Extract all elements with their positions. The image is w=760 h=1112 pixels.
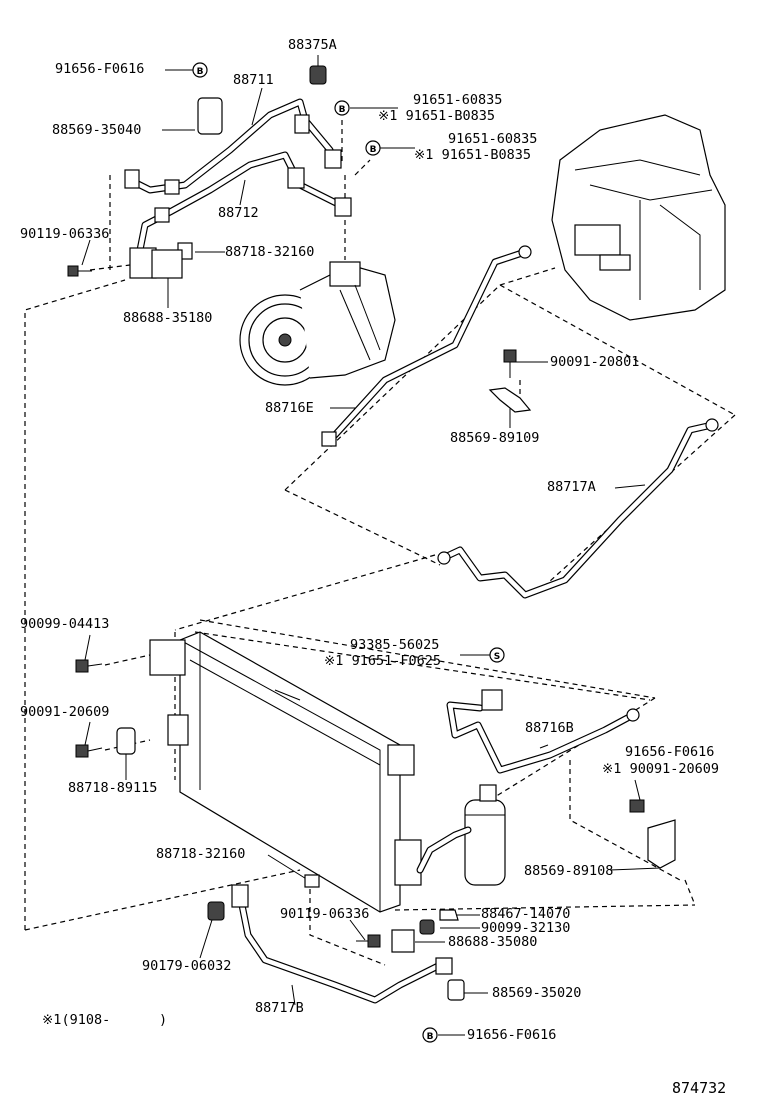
bolt-90119-06336-lower (356, 934, 381, 948)
label-88688-35080: 88688-35080 (448, 934, 538, 950)
pipe-88716E (321, 245, 532, 447)
label-88711: 88711 (233, 72, 274, 88)
marker-b-4-letter: B (427, 1032, 434, 1042)
marker-s-letter: S (494, 652, 500, 662)
label-91651-60835-a: 91651-60835 (413, 92, 503, 108)
label-90091-20801: 90091-20801 (550, 354, 640, 370)
label-90119-06336-lower: 90119-06336 (280, 906, 370, 922)
assembly-guide-lines (24, 120, 736, 966)
label-91656-F0616-bottom: 91656-F0616 (467, 1027, 557, 1043)
label-88717B: 88717B (255, 1000, 304, 1016)
label-88716E: 88716E (265, 400, 314, 416)
label-88717A: 88717A (547, 479, 596, 495)
label-93385-56025: 93385-56025 (350, 637, 440, 653)
label-88569-89108: 88569-89108 (524, 863, 614, 879)
pipe-88717B (231, 884, 453, 1004)
marker-b-2: B (334, 100, 350, 116)
marker-b-2-letter: B (339, 105, 346, 115)
label-88467-14070: 88467-14070 (481, 906, 571, 922)
plug-88375A (309, 65, 327, 85)
label-91656-F0616-right: 91656-F0616 (625, 744, 715, 760)
label-90119-06336-top: 90119-06336 (20, 226, 110, 242)
marker-b-3: B (365, 140, 381, 156)
label-91651-B0835-b: ※1 91651-B0835 (414, 147, 531, 163)
pipe-88717A (437, 418, 719, 599)
label-90091-20609-left: 90091-20609 (20, 704, 110, 720)
marker-s: S (489, 647, 505, 663)
marker-b-1: B (192, 62, 208, 78)
plug-90179-06032 (207, 901, 225, 921)
bolt-90091-20609-left (75, 744, 103, 758)
label-88569-89109: 88569-89109 (450, 430, 540, 446)
clamp-88569-35020 (447, 979, 465, 1001)
label-90091-20609-right: ※1 90091-20609 (602, 761, 719, 777)
bolt-90099-04413 (75, 659, 103, 673)
marker-b-4: B (422, 1027, 438, 1043)
compressor (239, 261, 396, 386)
bolt-90119-06336-upper (67, 265, 92, 277)
label-88375A: 88375A (288, 37, 337, 53)
label-88712: 88712 (218, 205, 259, 221)
footnote: ※1(9108- ) (42, 1012, 168, 1028)
figure-number: 874732 (672, 1079, 727, 1097)
bolt-90091-20801 (503, 349, 517, 378)
label-91651-B0835-a: ※1 91651-B0835 (378, 108, 495, 124)
label-90099-04413: 90099-04413 (20, 616, 110, 632)
leader-lines (81, 55, 661, 1036)
label-88688-35180: 88688-35180 (123, 310, 213, 326)
label-88569-35020: 88569-35020 (492, 985, 582, 1001)
bracket-88688-35180 (151, 249, 183, 279)
label-88716B: 88716B (525, 720, 574, 736)
label-90179-06032: 90179-06032 (142, 958, 232, 974)
evaporator-unit (551, 114, 726, 321)
label-88569-35040: 88569-35040 (52, 122, 142, 138)
label-88718-89115: 88718-89115 (68, 780, 158, 796)
bolt-90091-20609-right (629, 799, 645, 813)
clip-88718-32160-lower (304, 874, 320, 888)
label-91651-F0625: ※1 91651-F0625 (324, 653, 441, 669)
marker-b-1-letter: B (197, 67, 204, 77)
bracket-88718-89115 (116, 727, 136, 755)
marker-b-3-letter: B (370, 145, 377, 155)
bracket-88569-89108 (647, 819, 676, 869)
part-88467-14070 (439, 909, 459, 921)
bracket-88688-35080 (391, 929, 415, 953)
receiver-dryer (416, 784, 506, 886)
label-88718-32160-top: 88718-32160 (225, 244, 315, 260)
condenser (149, 631, 422, 913)
label-91651-60835-b: 91651-60835 (448, 131, 538, 147)
label-88718-32160-lower: 88718-32160 (156, 846, 246, 862)
clamp-88569-89109 (488, 387, 532, 413)
plug-90099-32130 (419, 919, 435, 935)
label-90099-32130: 90099-32130 (481, 920, 571, 936)
label-91656-F0616-top: 91656-F0616 (55, 61, 145, 77)
pipe-88716B (446, 689, 640, 774)
